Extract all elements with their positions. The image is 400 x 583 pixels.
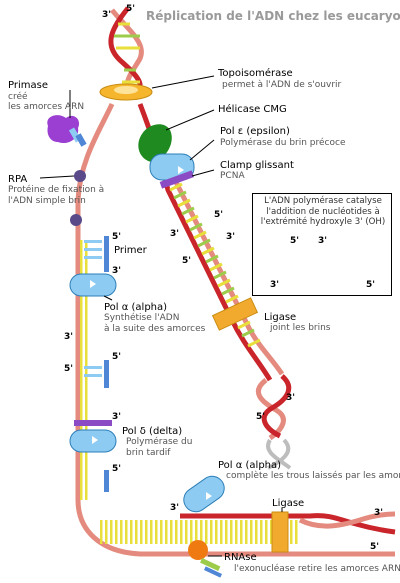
end-label-bottom-3: 3' [170,503,180,513]
desc-rnase: l'exonucléase retire les amorces ARN [234,564,400,574]
end-label-lag1-5: 5' [112,232,122,242]
ligase-enzyme-upper [211,297,259,331]
label-primase: Primase [8,80,48,91]
desc-rpa-2: l'ADN simple brin [8,196,86,206]
label-pol-epsilon: Pol ε (epsilon) [220,126,290,137]
primer-2 [84,360,109,388]
daughter-helix-leading [255,374,292,470]
label-rnase: RNAse [224,552,257,563]
end-label-bottom-right-3: 3' [374,508,384,518]
inset-line-2: l'addition de nucléotides à [266,206,380,217]
label-ligase-lower: Ligase [272,498,305,509]
rnase-enzyme [188,540,223,578]
clamp-pcna [159,170,195,189]
primase-enzyme [47,115,87,147]
end-label-leading-c: 3' [226,232,236,242]
lagging-strand-template [75,102,395,557]
helicase-enzyme [138,124,172,162]
label-clamp: Clamp glissant [220,160,294,171]
rpa-proteins [70,170,86,226]
end-label-leading-d: 5' [182,256,192,266]
label-pol-delta: Pol δ (delta) [122,426,183,437]
end-label-leading-b: 3' [170,229,180,239]
label-pol-alpha-2: Pol α (alpha) [218,460,282,471]
inset-text: L'ADN polymérase catalyse l'addition de … [253,196,393,228]
end-label-lag3-5: 5' [112,464,122,474]
lagging-strand-rungs [80,240,90,500]
label-topoisomerase: Topoisomérase [218,68,293,79]
desc-pol-alpha-2: complète les trous laissés par les amorc… [226,471,400,481]
desc-rpa-1: Protéine de fixation à [8,185,105,195]
end-label-bottom-right-5: 5' [370,542,380,552]
inset-box: L'ADN polymérase catalyse l'addition de … [252,193,392,296]
desc-pol-epsilon: Polymérase du brin précoce [220,138,346,148]
end-label-lag2-5: 5' [112,352,122,362]
leading-strand-rungs [169,182,261,348]
inset-end-bottom-right: 5' [366,280,376,290]
desc-clamp: PCNA [220,171,245,181]
end-label-lag-left-3: 3' [64,332,74,342]
end-label-strand-right-3: 3' [286,393,296,403]
diagram-title: Réplication de l'ADN chez les eucaryotes [146,9,400,23]
inset-end-top-right: 3' [318,236,328,246]
inset-line-3: l'extrémité hydroxyle 3' (OH) [260,217,386,228]
end-label-leading-a: 5' [214,210,224,220]
desc-ligase-upper: joint les brins [270,323,331,333]
pol-alpha-enzyme-2 [183,475,225,513]
end-label-strand-right-5: 5' [256,412,266,422]
end-label-top-right: 5' [126,4,136,14]
primer-1 [84,236,109,272]
end-label-top-left: 3' [102,10,112,20]
label-primer: Primer [114,245,147,256]
inset-line-1: L'ADN polymérase catalyse [264,196,382,206]
desc-pol-delta-1: Polymérase du [126,437,193,447]
label-pol-alpha-1: Pol α (alpha) [104,302,168,313]
lagging-daughter-bottom [100,511,396,544]
desc-pol-delta-2: brin tardif [126,448,171,458]
pol-delta-enzyme [69,420,117,453]
inset-end-top-left: 5' [290,236,300,246]
pol-alpha-enzyme-1 [69,273,117,297]
desc-primase-2: les amorces ARN [8,102,85,112]
desc-topoisomerase: permet à l'ADN de s'ouvrir [222,80,342,90]
end-label-lag-left-5: 5' [64,364,74,374]
end-label-lag2-3: 3' [112,412,122,422]
desc-primase-1: créé [8,92,28,102]
ligase-enzyme-lower [271,511,289,553]
desc-pol-alpha-1a: Synthétise l'ADN [104,313,180,323]
desc-pol-alpha-1b: à la suite des amorces [104,324,206,334]
inset-end-bottom-left: 3' [270,280,280,290]
label-ligase-upper: Ligase [264,312,297,323]
label-helicase: Hélicase CMG [218,104,287,115]
topoisomerase-enzyme [99,83,153,101]
label-rpa: RPA [8,174,28,185]
end-label-lag1-3: 3' [112,266,122,276]
primer-3 [104,470,109,492]
